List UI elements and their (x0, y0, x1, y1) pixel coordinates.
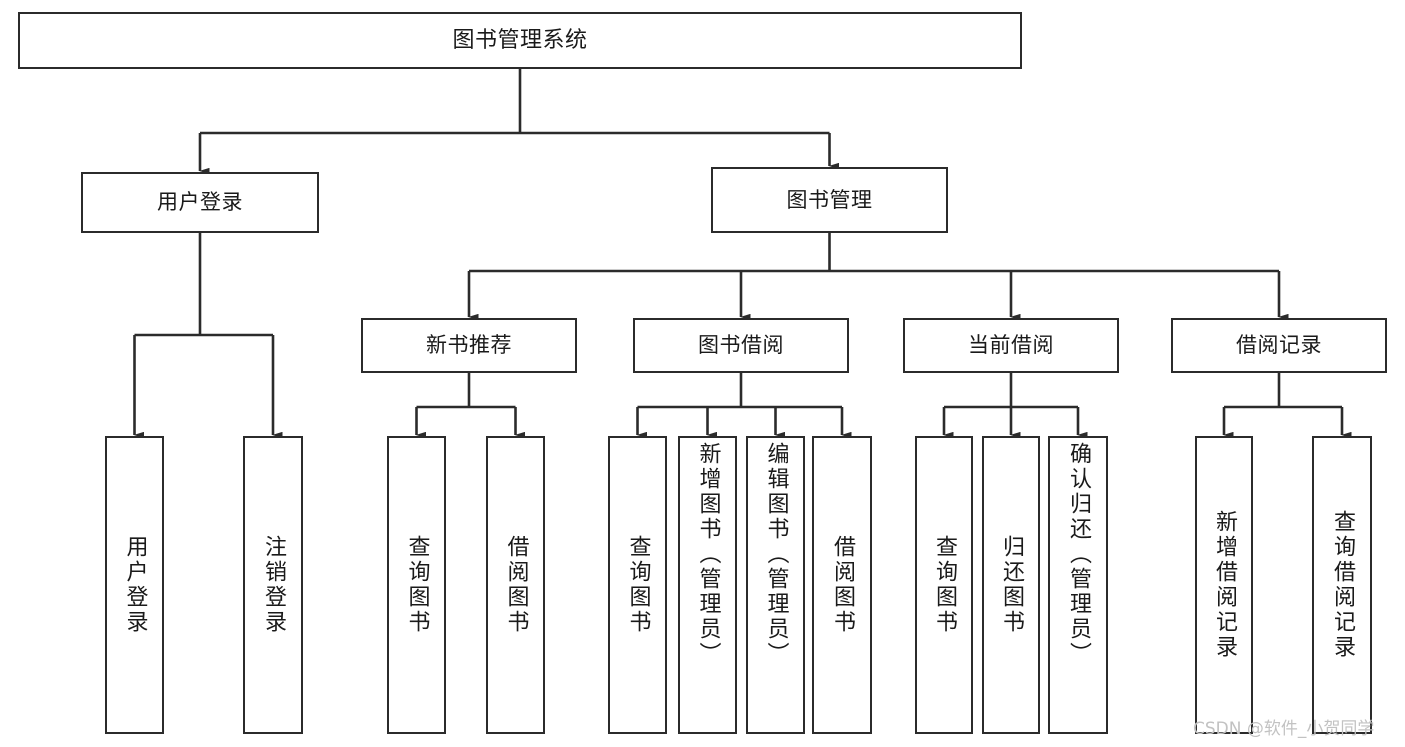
node-leaf-return-book[interactable]: 归还图书 (982, 436, 1040, 734)
node-label: 用户登录 (157, 190, 243, 215)
node-leaf-borrow-book[interactable]: 借阅图书 (812, 436, 872, 734)
node-book-management[interactable]: 图书管理 (711, 167, 948, 233)
node-label: 新增图书（管理员） (695, 442, 721, 667)
node-leaf-borrow-books-rec[interactable]: 借阅图书 (486, 436, 545, 734)
node-leaf-edit-book-admin[interactable]: 编辑图书（管理员） (746, 436, 805, 734)
node-leaf-query-books-borrow[interactable]: 查询图书 (608, 436, 667, 734)
node-label: 新书推荐 (426, 333, 512, 358)
node-label: 新增借阅记录 (1212, 510, 1237, 660)
node-label: 图书管理 (786, 187, 873, 212)
node-book-borrow[interactable]: 图书借阅 (633, 318, 849, 373)
node-leaf-query-books-rec[interactable]: 查询图书 (387, 436, 446, 734)
node-leaf-query-books-current[interactable]: 查询图书 (915, 436, 973, 734)
node-leaf-add-book-admin[interactable]: 新增图书（管理员） (678, 436, 737, 734)
node-label: 查询图书 (404, 535, 430, 635)
node-current-borrow[interactable]: 当前借阅 (903, 318, 1119, 373)
node-label: 查询图书 (932, 535, 957, 635)
node-label: 图书借阅 (698, 333, 784, 358)
node-borrow-record[interactable]: 借阅记录 (1171, 318, 1387, 373)
node-label: 编辑图书（管理员） (763, 442, 789, 667)
csdn-watermark: CSDN @软件_小贺同学 (1193, 719, 1375, 739)
node-label: 查询图书 (625, 535, 651, 635)
node-label: 用户登录 (122, 535, 148, 635)
node-leaf-logout-login[interactable]: 注销登录 (243, 436, 303, 734)
node-leaf-confirm-return-admin[interactable]: 确认归还（管理员） (1048, 436, 1108, 734)
node-label: 确认归还（管理员） (1066, 442, 1091, 667)
node-label: 借阅图书 (503, 535, 529, 635)
node-label: 图书管理系统 (452, 27, 588, 53)
node-new-book-recommend[interactable]: 新书推荐 (361, 318, 577, 373)
node-label: 借阅图书 (830, 535, 855, 635)
node-user-login[interactable]: 用户登录 (81, 172, 319, 233)
node-label: 借阅记录 (1236, 333, 1322, 358)
node-leaf-add-borrow-record[interactable]: 新增借阅记录 (1195, 436, 1253, 734)
node-leaf-query-borrow-record[interactable]: 查询借阅记录 (1312, 436, 1372, 734)
node-leaf-user-login[interactable]: 用户登录 (105, 436, 164, 734)
node-label: 查询借阅记录 (1330, 510, 1355, 660)
node-label: 归还图书 (999, 535, 1024, 635)
node-root-图书管理系统[interactable]: 图书管理系统 (18, 12, 1022, 69)
node-label: 注销登录 (261, 535, 286, 635)
node-label: 当前借阅 (968, 333, 1054, 358)
